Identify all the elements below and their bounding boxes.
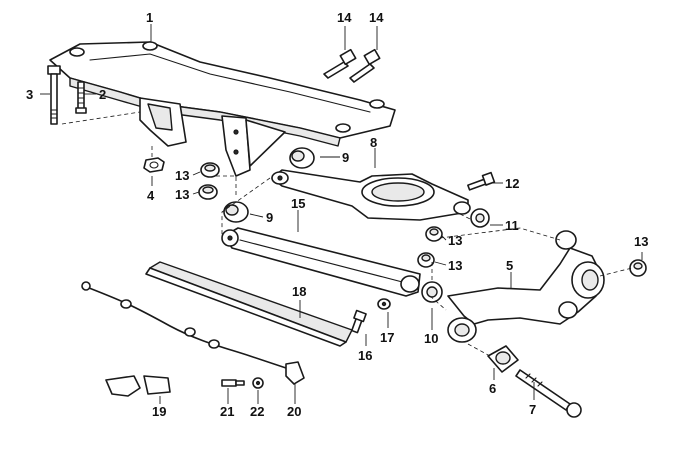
callout-8: 8 <box>370 135 377 150</box>
retaining-clip-part <box>105 375 171 397</box>
bolt-12-part <box>467 171 496 191</box>
washer-22-part <box>252 377 264 389</box>
callout-9-lower: 9 <box>266 210 273 225</box>
screw-21-part <box>221 379 245 387</box>
callout-13-e: 13 <box>634 234 648 249</box>
callout-9-upper: 9 <box>342 150 349 165</box>
bushing-11-part <box>470 208 490 228</box>
bolt-16-part <box>350 309 367 334</box>
callout-leader-lines <box>40 24 643 404</box>
callout-7: 7 <box>529 402 536 417</box>
callout-2: 2 <box>99 87 106 102</box>
assembly-guide-lines <box>61 111 633 357</box>
callout-5: 5 <box>506 258 513 273</box>
callout-20: 20 <box>287 404 301 419</box>
callout-14-a: 14 <box>337 10 352 25</box>
lower-control-link-part <box>221 227 421 297</box>
callout-6: 6 <box>489 381 496 396</box>
callout-3: 3 <box>26 87 33 102</box>
long-bolt-7-part <box>515 369 582 418</box>
mounting-bolt-14-part <box>323 48 381 83</box>
callout-17: 17 <box>380 330 394 345</box>
rear-subframe-part <box>49 41 396 177</box>
callout-12: 12 <box>505 176 519 191</box>
callout-22: 22 <box>250 404 264 419</box>
callout-16: 16 <box>358 348 372 363</box>
callout-19: 19 <box>152 404 166 419</box>
wheel-carrier-part <box>447 230 605 343</box>
stud-bolt-part <box>75 81 87 114</box>
callout-14-b: 14 <box>369 10 384 25</box>
part-callouts: 1 2 3 4 5 6 7 8 9 9 10 11 12 13 13 13 13… <box>26 10 648 419</box>
callout-13-a: 13 <box>175 168 189 183</box>
callout-11: 11 <box>505 218 519 233</box>
sensor-cable-part <box>81 281 305 385</box>
hex-nut-part <box>143 157 165 173</box>
bushing-6-part <box>487 345 519 373</box>
callout-13-d: 13 <box>448 258 462 273</box>
callout-15: 15 <box>291 196 305 211</box>
rubber-bushing-13-parts <box>198 162 647 277</box>
callout-4: 4 <box>147 188 155 203</box>
upper-control-arm-part <box>271 169 471 221</box>
protective-cover-part <box>145 261 353 347</box>
callout-13-b: 13 <box>175 187 189 202</box>
hex-bolt-part <box>47 65 61 125</box>
callout-1: 1 <box>146 10 153 25</box>
washer-17-part <box>377 298 391 310</box>
callout-10: 10 <box>424 331 438 346</box>
callout-13-c: 13 <box>448 233 462 248</box>
bushing-10-part <box>421 281 443 303</box>
callout-21: 21 <box>220 404 234 419</box>
callout-18: 18 <box>292 284 306 299</box>
